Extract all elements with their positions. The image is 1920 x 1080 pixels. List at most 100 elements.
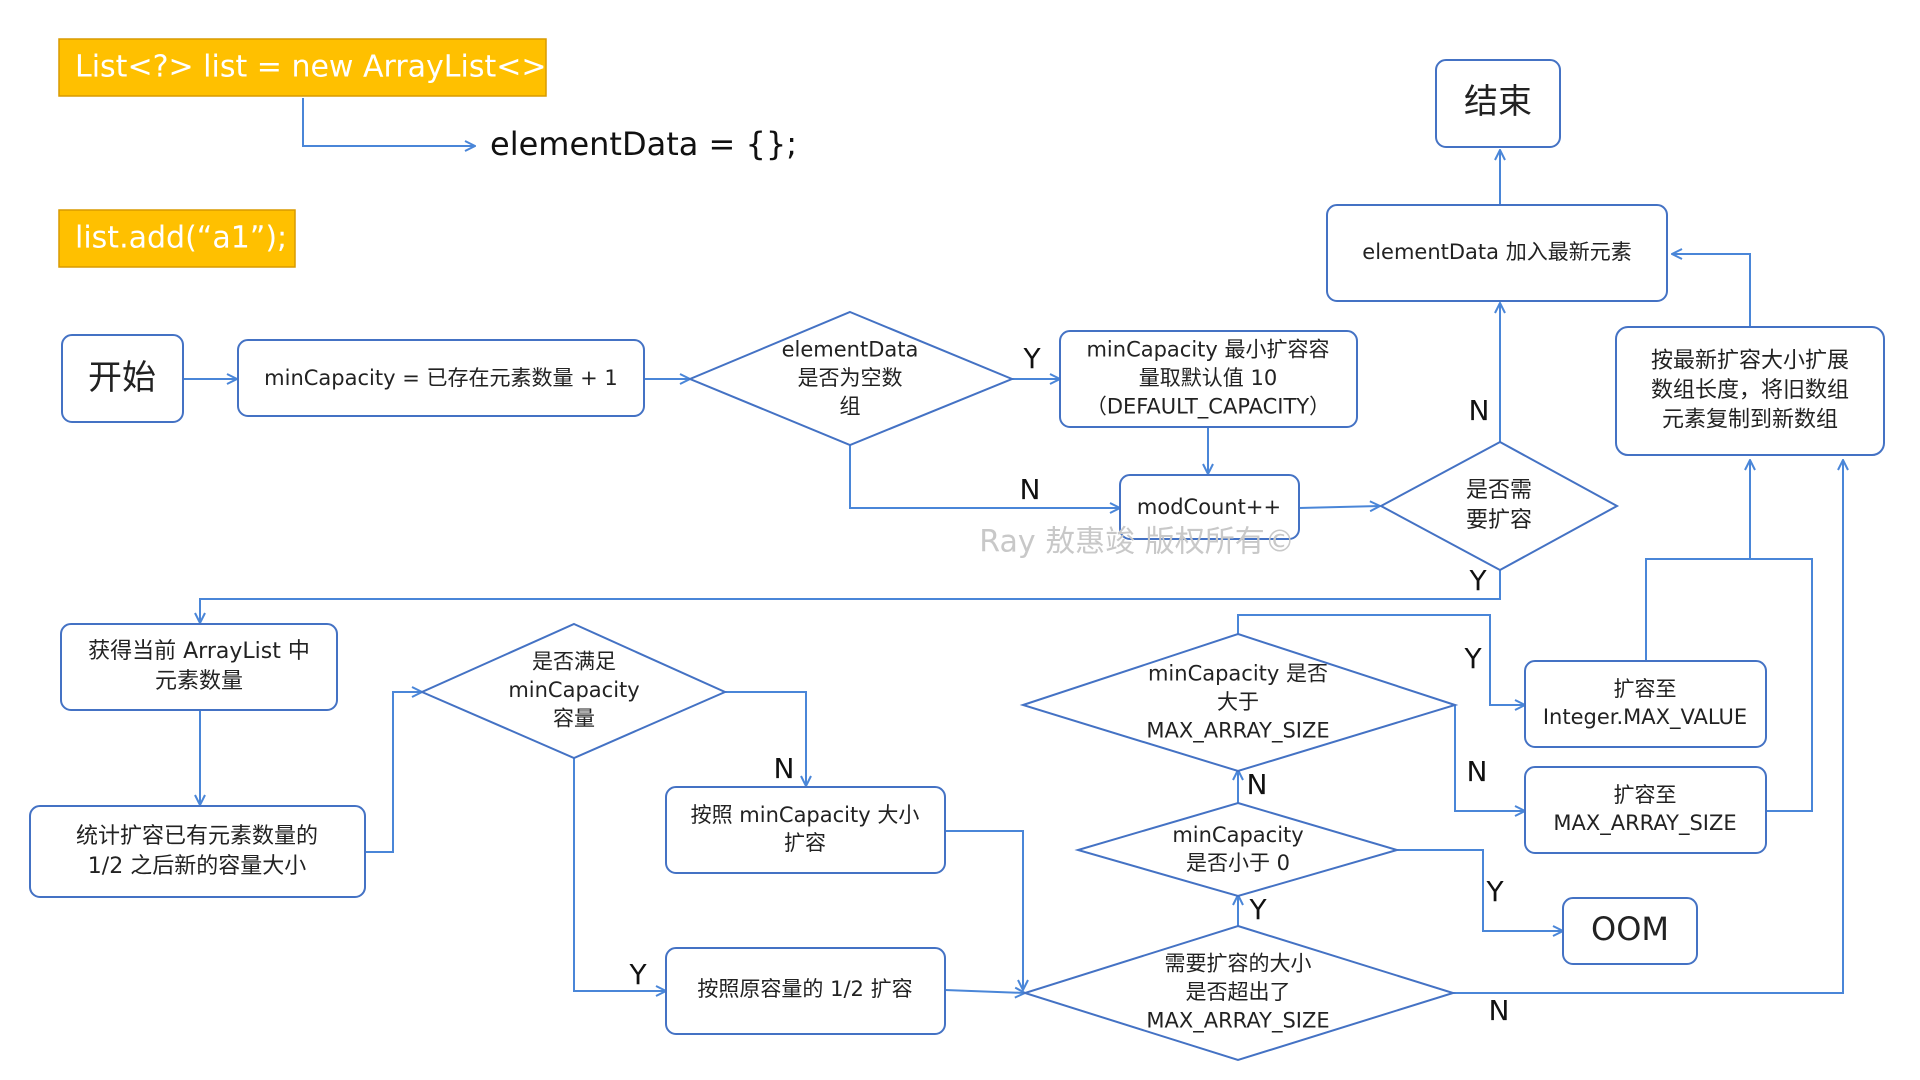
node-copy-array-label: 按最新扩容大小扩展数组长度，将旧数组元素复制到新数组 (1651, 348, 1849, 432)
edge-mod-count-to-need-grow (1298, 506, 1380, 508)
node-min-capacity-label: minCapacity = 已存在元素数量 + 1 (264, 366, 618, 390)
meets-min-line-3: 容量 (553, 706, 595, 730)
edge-labels: Y N N Y N Y Y N N Y Y N (628, 342, 1509, 1027)
grow-int-max-line-1: 扩容至 (1614, 677, 1677, 701)
label-greater-max-yes: Y (1463, 642, 1482, 675)
label-is-empty-no: N (1020, 473, 1041, 506)
edge-less-zero-yes (1397, 849, 1563, 931)
code-create-list: List<?> list = new ArrayList<>(); (75, 50, 580, 85)
watermark: Ray 敖惠竣 版权所有© (979, 525, 1294, 560)
node-default-capacity-box (1059, 330, 1358, 428)
edge-greater-max-no (1454, 705, 1525, 811)
node-need-grow-diamond (1378, 440, 1620, 572)
is-empty-line-1: elementData (782, 338, 919, 362)
edge-meets-min-yes (573, 758, 666, 991)
calc-half-line-2: 1/2 之后新的容量大小 (88, 854, 306, 879)
edge-code-to-element-data (302, 98, 475, 146)
end-line-1: 结束 (1464, 82, 1532, 122)
get-count-line-2: 元素数量 (155, 669, 243, 694)
edge-meets-min-no (725, 691, 806, 786)
greater-than-max-line-2: 大于 (1217, 690, 1259, 714)
meets-min-line-1: 是否满足 (532, 650, 616, 674)
node-exceeds-max-diamond (1021, 924, 1457, 1062)
need-grow-line-1: 是否需 (1466, 478, 1532, 503)
label-is-empty-yes: Y (1022, 342, 1041, 375)
label-need-grow-no: N (1469, 394, 1490, 427)
nodes: 开始 结束 minCapacity = 已存在元素数量 + 1 elementD… (29, 59, 1885, 1062)
edge-need-grow-yes (200, 570, 1501, 623)
node-meets-min-diamond (419, 622, 728, 760)
label-meets-min-yes: Y (628, 958, 647, 991)
node-is-empty-diamond (687, 310, 1015, 447)
edge-int-max-to-copy (1645, 460, 1750, 661)
edges (183, 98, 1843, 993)
less-than-zero-line-2: 是否小于 0 (1186, 851, 1290, 875)
node-grow-by-half-label: 按照原容量的 1/2 扩容 (697, 977, 912, 1001)
edge-greater-max-yes (1237, 614, 1525, 705)
greater-than-max-line-3: MAX_ARRAY_SIZE (1146, 718, 1329, 743)
calc-half-line-1: 统计扩容已有元素数量的 (76, 824, 318, 849)
code-add-call: list.add(“a1”); (75, 221, 287, 256)
node-end-label: 结束 (1464, 82, 1532, 122)
edge-calc-to-meets-min (365, 692, 422, 853)
code-element-data-init: elementData = {}; (490, 125, 797, 163)
greater-than-max-line-1: minCapacity 是否 (1148, 662, 1328, 686)
exceeds-max-line-3: MAX_ARRAY_SIZE (1146, 1008, 1329, 1033)
node-greater-than-max-diamond (1019, 632, 1459, 773)
copy-array-line-3: 元素复制到新数组 (1662, 408, 1838, 433)
default-capacity-line-2: 量取默认值 10 (1139, 366, 1277, 390)
node-add-element-box (1326, 204, 1668, 302)
node-greater-than-max-label: minCapacity 是否大于 MAX_ARRAY_SIZE (1146, 662, 1329, 744)
less-than-zero-line-1: minCapacity (1172, 823, 1303, 847)
grow-by-min-line-1: 按照 minCapacity 大小 (691, 803, 920, 827)
default-capacity-line-3: （DEFAULT_CAPACITY） (1086, 394, 1330, 419)
edge-is-empty-no (849, 445, 1120, 508)
start-line-1: 开始 (88, 358, 156, 398)
node-less-than-zero-label: minCapacity 是否小于 0 (1172, 823, 1303, 875)
label-need-grow-yes: Y (1468, 564, 1487, 597)
label-less-zero-no: N (1247, 768, 1268, 801)
node-add-element-label: elementData 加入最新元素 (1362, 240, 1631, 264)
node-get-count-box (60, 623, 338, 711)
get-count-line-1: 获得当前 ArrayList 中 (88, 639, 310, 664)
default-capacity-line-1: minCapacity 最小扩容容 (1086, 338, 1329, 362)
need-grow-line-2: 要扩容 (1466, 508, 1532, 533)
meets-min-line-2: minCapacity (508, 678, 639, 702)
node-calc-half-label: 统计扩容已有元素数量的 1/2 之后新的容量大小 (76, 824, 318, 879)
node-min-capacity-box (237, 339, 645, 417)
node-grow-by-min-label: 按照 minCapacity 大小扩容 (691, 803, 920, 855)
exceeds-max-line-1: 需要扩容的大小 (1165, 952, 1312, 976)
mod-count-line-1: modCount++ (1137, 495, 1281, 519)
edge-exceeds-no (1453, 460, 1843, 994)
edge-copy-to-add-element (1672, 254, 1751, 327)
label-exceeds-yes: Y (1248, 893, 1267, 926)
grow-by-half-line-1: 按照原容量的 1/2 扩容 (697, 977, 912, 1001)
node-grow-max-array-box (1524, 766, 1767, 854)
node-default-capacity-label: minCapacity 最小扩容容量取默认值 10 （DEFAULT_CAPACI… (1086, 338, 1330, 420)
node-start-label: 开始 (88, 358, 156, 398)
edge-grow-min-to-exceeds (945, 830, 1023, 990)
label-meets-min-no: N (774, 752, 795, 785)
node-need-grow-label: 是否需要扩容 (1466, 478, 1532, 533)
node-mod-count-label: modCount++ (1137, 495, 1281, 519)
copy-array-line-2: 数组长度，将旧数组 (1651, 378, 1849, 403)
node-calc-half-box (29, 805, 366, 898)
node-grow-by-half-box (665, 947, 946, 1035)
node-copy-array-box (1615, 326, 1885, 456)
min-capacity-line-1: minCapacity = 已存在元素数量 + 1 (264, 366, 618, 390)
edge-grow-half-to-exceeds (944, 990, 1025, 993)
label-less-zero-yes: Y (1485, 875, 1504, 908)
node-oom-box (1562, 897, 1698, 965)
grow-by-min-line-2: 扩容 (784, 831, 826, 855)
copy-array-line-1: 按最新扩容大小扩展 (1651, 348, 1849, 373)
grow-max-array-line-1: 扩容至 (1614, 783, 1677, 807)
edge-max-array-to-copy (1750, 558, 1813, 812)
code-box-add-call (58, 209, 296, 268)
node-grow-int-max-box (1524, 660, 1767, 748)
node-mod-count-box (1119, 474, 1300, 540)
node-meets-min-label: 是否满足 minCapacity 容量 (508, 650, 639, 731)
